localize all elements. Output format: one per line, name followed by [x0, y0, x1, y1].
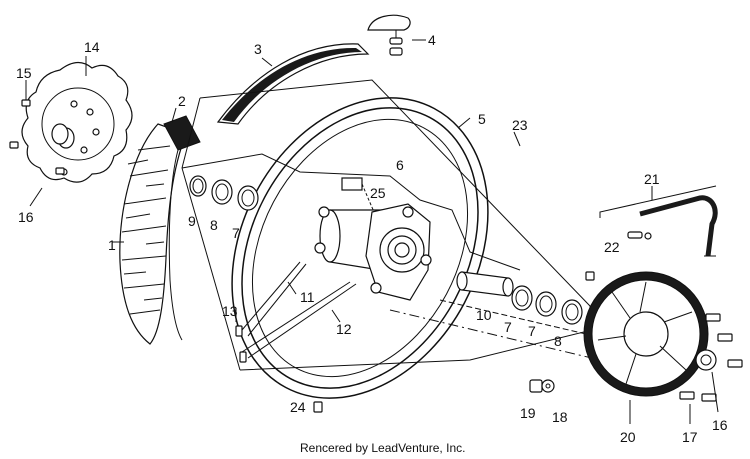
- axle-nut-icon[interactable]: [529, 379, 555, 393]
- label-18: 18: [552, 409, 568, 425]
- label-25: 25: [370, 185, 386, 201]
- label-12: 12: [336, 321, 352, 337]
- label-8-right: 8: [554, 333, 562, 349]
- label-14: 14: [84, 39, 100, 55]
- label-17: 17: [682, 429, 698, 445]
- label-10: 10: [476, 307, 492, 323]
- label-7-left: 7: [232, 225, 240, 241]
- leader-lines: [25, 39, 719, 424]
- rim-strip[interactable]: [216, 43, 370, 125]
- axle-spacer[interactable]: [456, 271, 514, 297]
- label-19: 19: [520, 405, 536, 421]
- chain-master-link-icon[interactable]: [627, 231, 652, 240]
- label-2: 2: [178, 93, 186, 109]
- label-4: 4: [428, 32, 436, 48]
- label-16-left: 16: [18, 209, 34, 225]
- drive-chain[interactable]: [599, 185, 718, 257]
- label-24: 24: [290, 399, 306, 415]
- axis-guide: [389, 299, 601, 361]
- label-box-icon: [341, 177, 375, 213]
- credit-text: Rencered by LeadVenture, Inc.: [300, 441, 465, 455]
- label-6: 6: [396, 157, 404, 173]
- disc-spacer-icon[interactable]: [55, 167, 65, 175]
- label-21: 21: [644, 171, 660, 187]
- left-bearing-set[interactable]: [189, 175, 259, 211]
- rear-sprocket[interactable]: [583, 271, 709, 397]
- label-5: 5: [478, 111, 486, 127]
- label-3: 3: [254, 41, 262, 57]
- label-9: 9: [188, 213, 196, 229]
- spoke-nipple-icon[interactable]: [235, 325, 247, 363]
- inner-tube[interactable]: [163, 115, 201, 341]
- label-8-left: 8: [210, 217, 218, 233]
- sprocket-bolts-icon[interactable]: [585, 271, 743, 402]
- right-bearing-set[interactable]: [511, 285, 583, 325]
- label-16-right: 16: [712, 417, 728, 433]
- sprocket-spacer-icon[interactable]: [695, 349, 717, 371]
- label-15: 15: [16, 65, 32, 81]
- label-13: 13: [222, 303, 238, 319]
- screw-icon[interactable]: [313, 401, 323, 413]
- brake-disc[interactable]: [21, 61, 133, 183]
- label-22: 22: [604, 239, 620, 255]
- wheel-hub[interactable]: [314, 203, 432, 301]
- label-7-right-b: 7: [528, 323, 536, 339]
- label-20: 20: [620, 429, 636, 445]
- disc-bolt-icon[interactable]: [9, 99, 31, 149]
- label-23: 23: [512, 117, 528, 133]
- label-1: 1: [108, 237, 116, 253]
- label-7-right-a: 7: [504, 319, 512, 335]
- spokes[interactable]: [241, 261, 357, 359]
- rim-lock-icon[interactable]: [367, 14, 411, 56]
- label-11: 11: [300, 289, 315, 305]
